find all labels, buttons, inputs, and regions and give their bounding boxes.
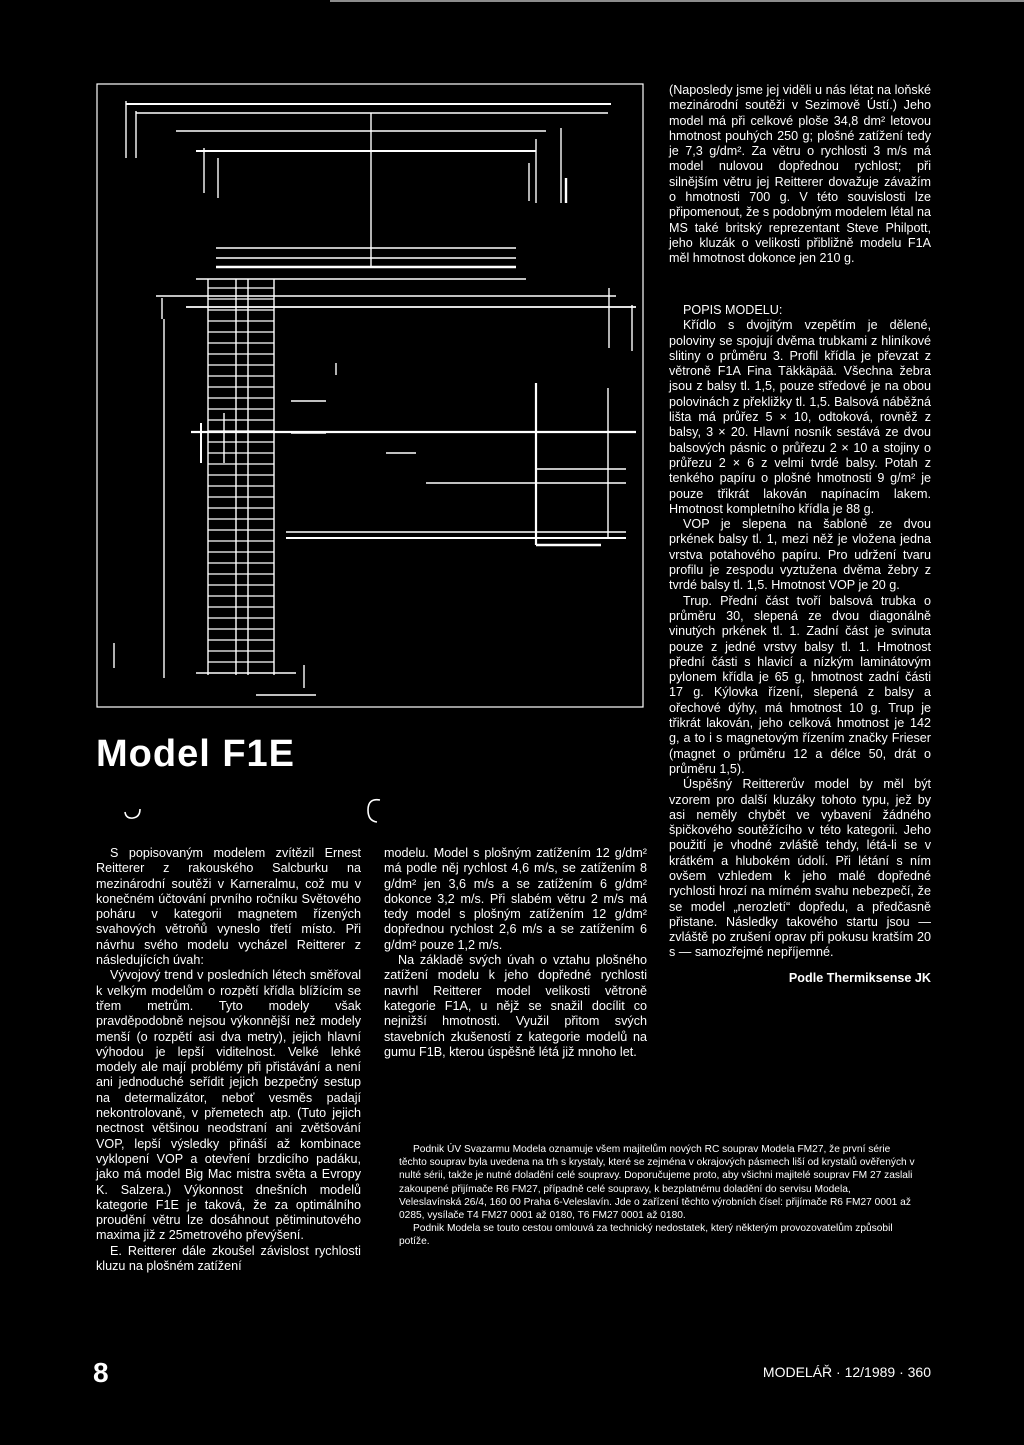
small-glyph-mark [367,798,381,823]
article-title: Model F1E [96,733,296,775]
notice-box: Podnik ÚV Svazarmu Modela oznamuje všem … [399,1143,915,1249]
paragraph: S popisovaným modelem zvítězil Ernest Re… [96,846,361,968]
section-heading: POPIS MODELU: [683,303,783,317]
paragraph: E. Reitterer dále zkoušel závislost rych… [96,1243,361,1274]
small-glyph-mark [124,808,141,819]
column-right-main: POPIS MODELU: Křídlo s dvojitým vzepětím… [669,303,931,986]
paragraph: Křídlo s dvojitým vzepětím je dělené, po… [669,318,931,516]
footer-issue: MODELÁŘ · 12/1989 · 360 [762,1364,931,1380]
column-left: S popisovaným modelem zvítězil Ernest Re… [96,846,361,1274]
signature: Podle Thermiksense JK [788,970,931,985]
paragraph: Podnik Modela se touto cestou omlouvá za… [399,1223,893,1248]
column-right-top: (Naposledy jsme jej viděli u nás létat n… [669,83,931,267]
model-plan-drawing [96,83,644,708]
paragraph: modelu. Model s plošným zatížením 12 g/d… [384,846,647,952]
top-rule [330,0,1024,2]
paragraph: Trup. Přední část tvoří balsová trubka o… [669,593,931,776]
paragraph: Vývojový trend v posledních létech směřo… [96,968,361,1243]
paragraph: Úspěšný Reittererův model by měl být vzo… [669,777,931,960]
column-middle: modelu. Model s plošným zatížením 12 g/d… [384,846,647,1060]
paragraph: (Naposledy jsme jej viděli u nás létat n… [669,83,931,266]
paragraph: Na základě svých úvah o vztahu plošného … [384,953,647,1059]
page-number: 8 [93,1357,109,1388]
paragraph: VOP je slepena na šabloně ze dvou prkéne… [669,517,931,593]
paragraph: Podnik ÚV Svazarmu Modela oznamuje všem … [399,1144,915,1222]
